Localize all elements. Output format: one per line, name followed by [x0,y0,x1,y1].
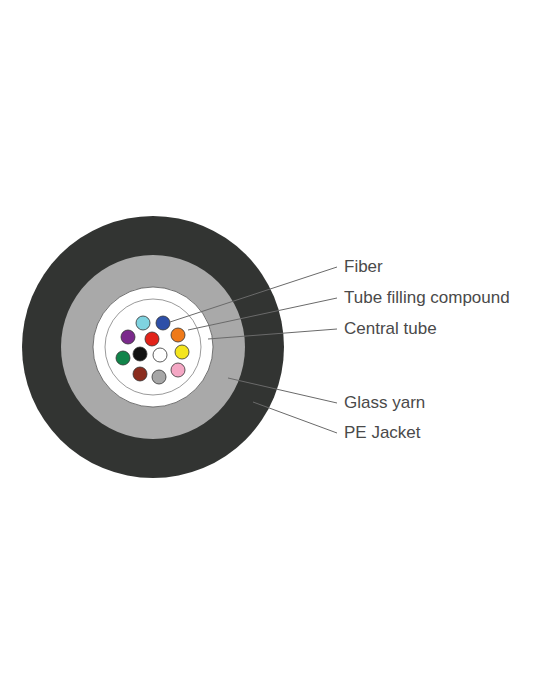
fiber [121,330,135,344]
fibers [116,316,189,384]
filling-compound [105,299,201,395]
fiber [156,316,170,330]
fiber [136,316,150,330]
fiber [133,367,147,381]
callout-label: Central tube [344,319,437,339]
fiber [152,370,166,384]
leader-line [208,329,337,339]
fiber [116,351,130,365]
callout-label: PE Jacket [344,423,421,443]
fiber [153,348,167,362]
leader-line [170,267,337,322]
callout-label: Fiber [344,257,383,277]
callout-label: Glass yarn [344,393,425,413]
leader-lines [170,267,337,433]
glass-yarn [61,255,245,439]
leader-line [188,298,337,330]
pe-jacket [22,216,284,478]
leader-line [253,402,337,433]
fiber [175,345,189,359]
fiber [145,332,159,346]
fiber [171,363,185,377]
fiber [171,328,185,342]
fiber [133,347,147,361]
central-tube [93,287,213,407]
callout-label: Tube filling compound [344,288,510,308]
leader-line [228,378,337,403]
